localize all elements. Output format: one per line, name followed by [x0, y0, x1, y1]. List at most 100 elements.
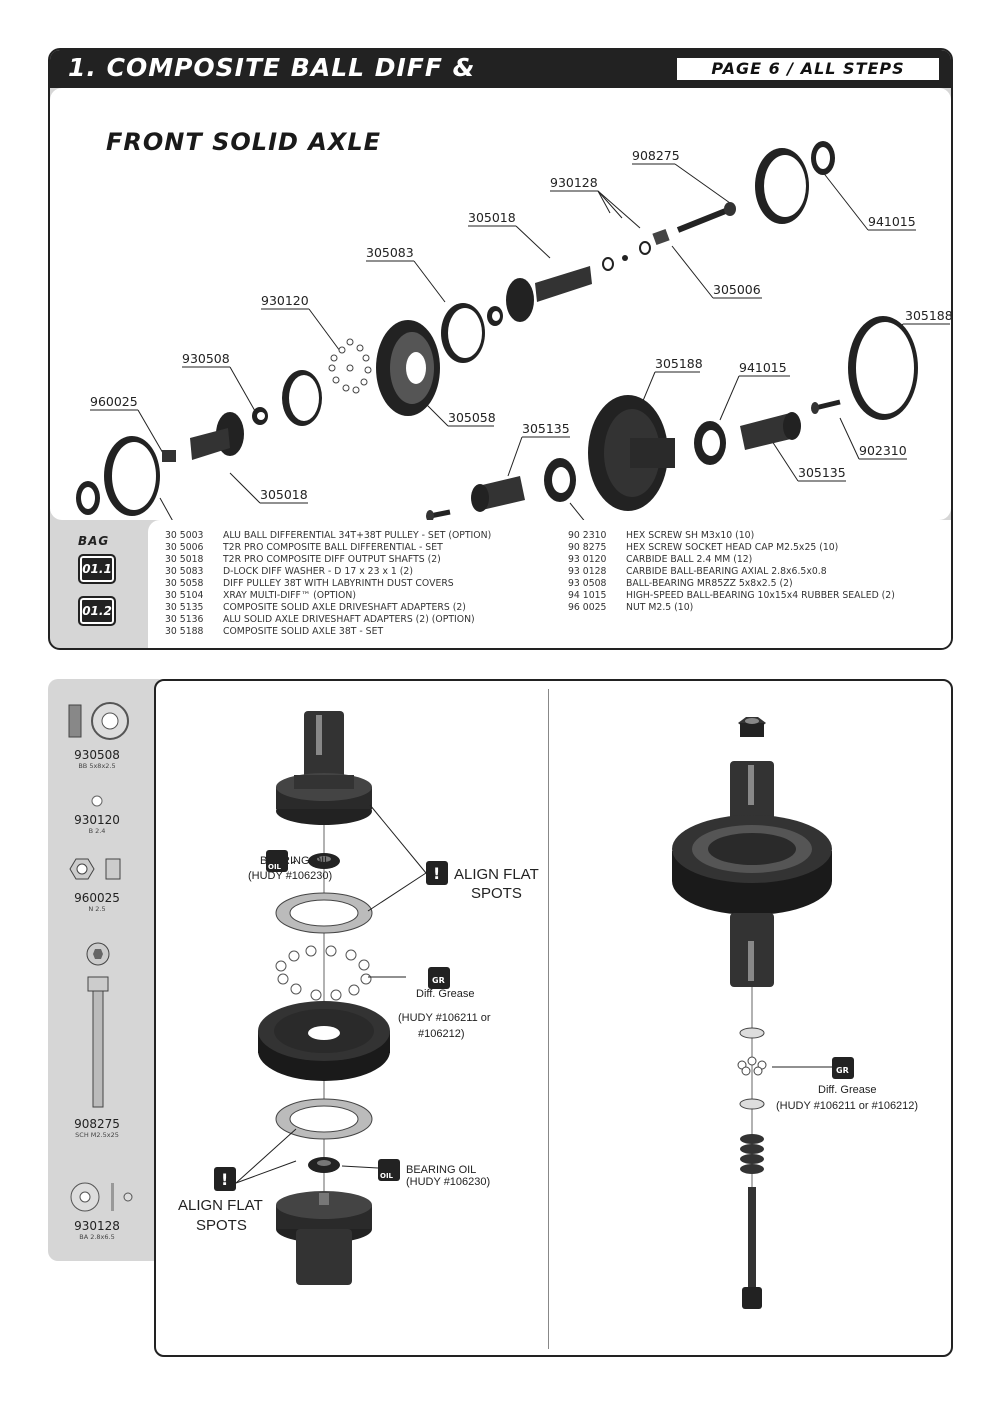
thrust-washer [739, 1027, 765, 1039]
sidebar-item-930120: 930120 B 2.4 [74, 813, 120, 836]
axial-bearing-icon [70, 1182, 133, 1212]
ball-icon [91, 795, 103, 807]
part-code: 30 5104 [165, 590, 204, 601]
callout-902310-right: 902310 [859, 443, 907, 458]
nut [738, 717, 766, 737]
oil-icon: OIL [266, 850, 288, 872]
screw-902310-left [426, 509, 451, 520]
align-flat-note-bottom: ALIGN FLAT [178, 1197, 263, 1214]
pulley-305058 [376, 320, 440, 416]
callout-930508: 930508 [182, 351, 230, 366]
part-description: T2R PRO COMPOSITE BALL DIFFERENTIAL - SE… [223, 542, 443, 553]
part-code: 94 1015 [568, 590, 607, 601]
bearing-oil-ref-2: (HUDY #106230) [406, 1176, 490, 1188]
carbide-balls-930120 [328, 338, 372, 394]
title-bar: 1. COMPOSITE BALL DIFF & PAGE 6 / ALL ST… [50, 50, 951, 88]
pulley-gear [258, 1001, 390, 1081]
part-description: CARBIDE BALL 2.4 MM (12) [626, 554, 753, 565]
washer-bottom [275, 1098, 373, 1140]
sidebar-item-960025: 960025 N 2.5 [74, 891, 120, 914]
bag-badge-2: 01.2 [78, 596, 116, 626]
callout-305083: 305083 [366, 245, 414, 260]
output-shaft-305018 [190, 412, 244, 460]
part-code: 30 5018 [165, 554, 204, 565]
washer-305083-lower [282, 370, 322, 426]
screw-908275 [676, 202, 736, 233]
exclamation-icon: ! [426, 861, 448, 885]
part-description: HIGH-SPEED BALL-BEARING 10x15x4 RUBBER S… [626, 590, 895, 601]
part-description: BALL-BEARING MR85ZZ 5x8x2.5 (2) [626, 578, 793, 589]
callout-941015-mid: 941015 [739, 360, 787, 375]
screw-902310-right [811, 399, 841, 414]
svg-text:GR: GR [432, 976, 445, 985]
part-code: 93 0508 [568, 578, 607, 589]
part-description: HEX SCREW SOCKET HEAD CAP M2.5x25 (10) [626, 542, 839, 553]
align-flat-note-top-2: SPOTS [471, 885, 522, 902]
washer-305058 [104, 436, 160, 516]
callout-305188-right: 305188 [905, 308, 953, 323]
parts-row: 94 1015 HIGH-SPEED BALL-BEARING 10x15x4 R… [568, 590, 895, 602]
bag-badge-1: 01.1 [78, 554, 116, 584]
callout-960025: 960025 [90, 394, 138, 409]
right-assembly [672, 717, 832, 1309]
part-code: 30 5135 [165, 602, 204, 613]
exploded-view-drawing: 908275 930128 305018 305083 941015 30500… [76, 141, 953, 520]
nut-icon [69, 858, 121, 880]
washer-305188-right [848, 316, 918, 420]
callout-941015-top: 941015 [868, 214, 916, 229]
callout-305018: 305018 [260, 487, 308, 502]
callout-930128: 930128 [550, 175, 598, 190]
spring [740, 1134, 764, 1174]
sidebar-item-930508: 930508 BB 5x8x2.5 [74, 748, 120, 771]
bag-label: BAG [78, 534, 110, 548]
svg-text:GR: GR [836, 1066, 849, 1075]
washer-305083-top [755, 148, 809, 224]
hardware-icons [68, 702, 133, 1212]
bearing-941015-left [76, 481, 100, 515]
left-assembly [235, 711, 427, 1285]
exclamation-icon: ! [214, 1167, 236, 1191]
part-code: 90 8275 [568, 542, 607, 553]
assembly-steps: BEARING OIL (HUDY #106230) BEARING OIL (… [154, 679, 953, 1357]
page-title: 1. COMPOSITE BALL DIFF & [68, 53, 476, 82]
axial-bearing-930128 [602, 241, 651, 271]
callout-908275: 908275 [632, 148, 680, 163]
adapter-305135-right [740, 412, 801, 450]
bearing-941015-mid [694, 421, 726, 465]
bearing-oil-ref-1: (HUDY #106230) [248, 870, 332, 882]
part-description: ALU BALL DIFFERENTIAL 34T+38T PULLEY - S… [223, 530, 492, 541]
assembly-drawing: BEARING OIL (HUDY #106230) BEARING OIL (… [178, 711, 918, 1309]
bearing-941015-top [811, 141, 835, 175]
screw-icon [86, 942, 110, 1108]
bearing-bottom [308, 1157, 340, 1173]
bearing-icon [68, 702, 129, 740]
bearing-930508-top [487, 306, 503, 326]
parts-row: 90 8275 HEX SCREW SOCKET HEAD CAP M2.5x25… [568, 542, 895, 554]
thrust-washer-2 [739, 1098, 765, 1110]
diff-grease-ref-2: (HUDY #106211 or #106212) [776, 1100, 918, 1112]
step-divider [548, 689, 549, 1349]
output-shaft-bottom [276, 1191, 372, 1285]
part-code: 93 0128 [568, 566, 607, 577]
exploded-diagram: FRONT SOLID AXLE [50, 88, 951, 520]
sidebar-item-930128: 930128 BA 2.8x6.5 [74, 1219, 120, 1242]
callout-305018-top: 305018 [468, 210, 516, 225]
lower-shaft-assembled [730, 913, 774, 987]
output-shaft-assembled [730, 761, 774, 831]
nut-960025 [162, 450, 176, 462]
balls-ring [275, 945, 372, 1001]
part-code: 30 5003 [165, 530, 204, 541]
page-label: PAGE 6 / ALL STEPS [675, 56, 941, 82]
bearing-oil-note-2: BEARING OIL [406, 1164, 476, 1176]
part-description: COMPOSITE SOLID AXLE 38T - SET [223, 626, 384, 637]
